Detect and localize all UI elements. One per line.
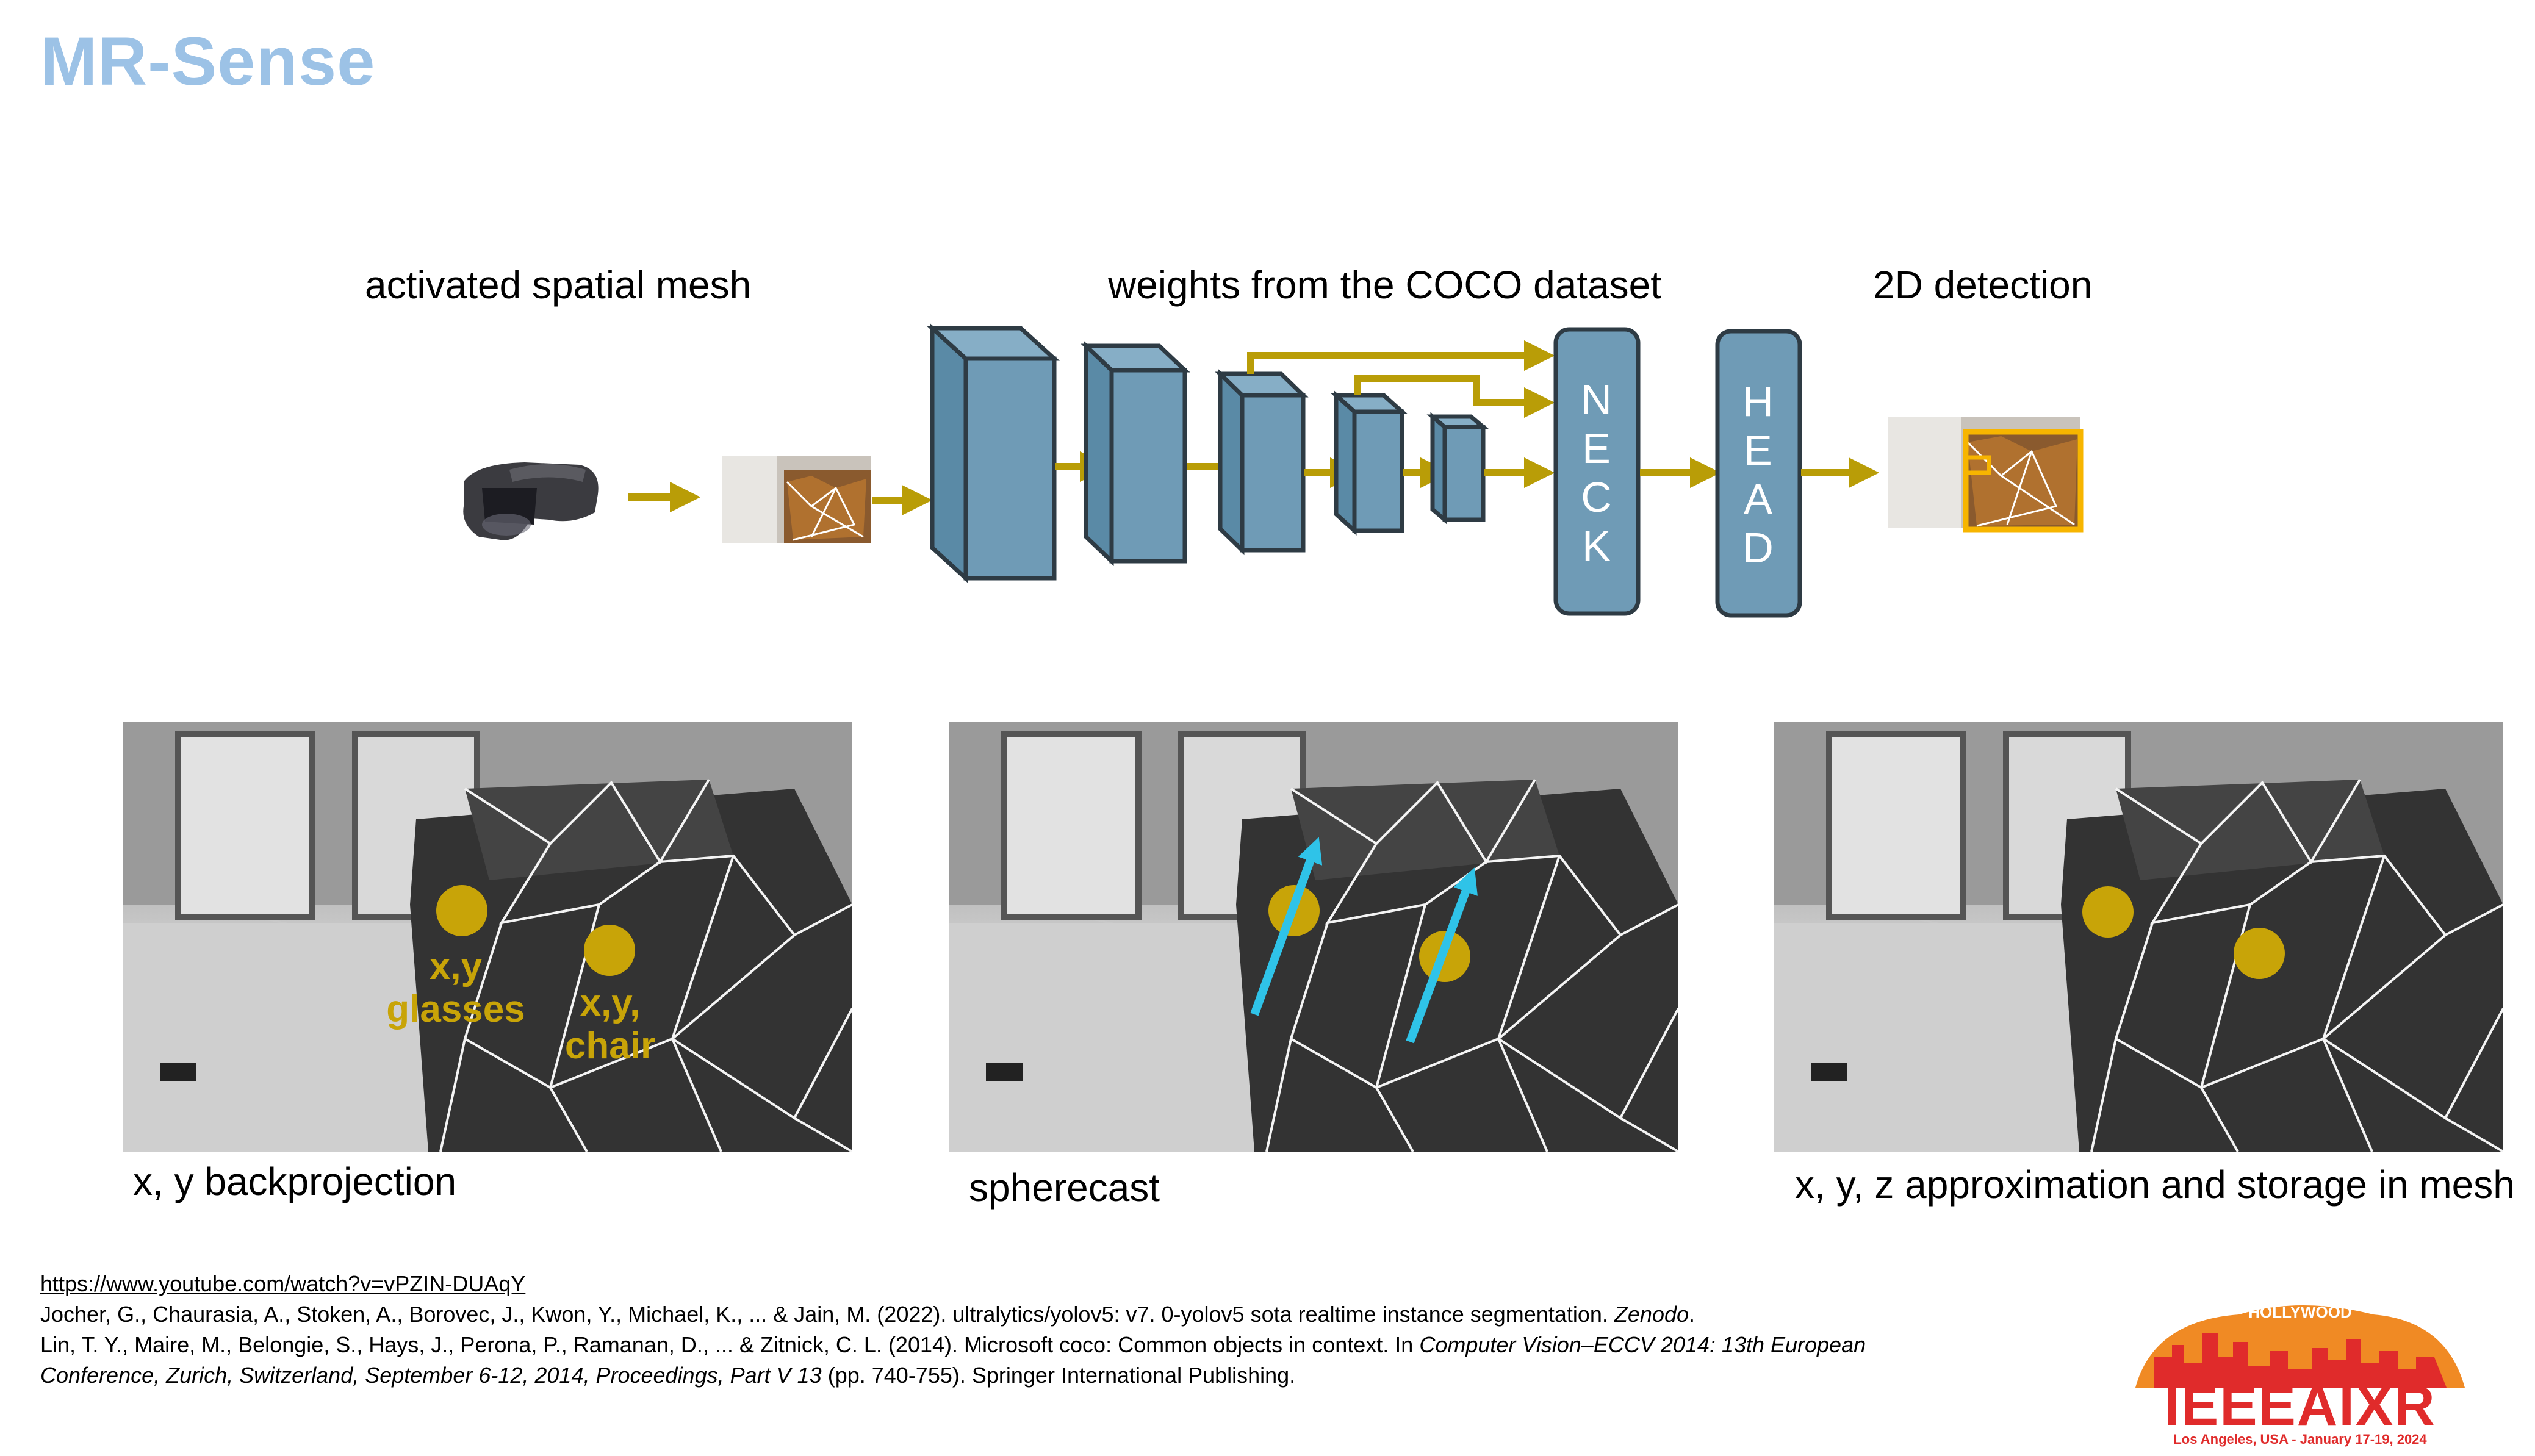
mesh-overlay [1774,722,2503,1152]
reference-yolov5: Jocher, G., Chaurasia, A., Stoken, A., B… [40,1302,1695,1327]
storage-markers [2082,886,2285,979]
video-link[interactable]: https://www.youtube.com/watch?v=vPZIN-DU… [40,1271,526,1296]
chair-point-label: x,y,chair [564,982,656,1067]
reference-text: Jocher, G., Chaurasia, A., Stoken, A., B… [40,1302,1608,1327]
caption-backprojection: x, y backprojection [133,1160,457,1203]
reference-journal: Zenodo [1614,1302,1689,1327]
neck-block [1553,327,1641,616]
storage-image [1774,722,2503,1152]
logo-subtitle: Los Angeles, USA - January 17-19, 2024 [2173,1432,2427,1447]
mesh-overlay [123,722,852,1152]
chair-point [584,925,635,976]
skyline-icon: HOLLYWOOD [2135,1303,2465,1388]
ieee-aixr-logo: HOLLYWOOD IEEEAIXR Los Angeles, USA - Ja… [2117,1296,2483,1447]
spherecast-markers [1250,837,1478,1044]
label-weights: weights from the COCO dataset [1108,263,1662,307]
head-letter: A [1744,475,1774,523]
glasses-point [2082,886,2134,938]
backbone-block-1 [926,323,1060,583]
spherecast-image [949,722,1678,1152]
neck-letter: E [1582,425,1612,472]
neck-letter: C [1581,473,1613,521]
neck-label: N E C K [1556,375,1638,570]
head-label: H E A D [1717,377,1800,572]
chair-point [2234,928,2285,979]
slide-title: MR-Sense [40,23,376,99]
reference-video-link[interactable]: https://www.youtube.com/watch?v=vPZIN-DU… [40,1269,525,1299]
caption-storage: x, y, z approximation and storage in mes… [1795,1163,2515,1207]
reference-coco-line2: Conference, Zurich, Switzerland, Septemb… [40,1360,1295,1391]
input-thumbnail [722,456,871,543]
ray-arrow [1406,867,1478,1044]
backprojection-image [123,722,852,1152]
backbone-block-2 [1081,340,1190,567]
label-mesh: activated spatial mesh [365,263,752,307]
reference-text: (pp. 740-755). Springer International Pu… [827,1363,1296,1388]
backbone-block-5 [1426,412,1489,525]
head-letter: D [1742,524,1775,572]
neck-letter: N [1581,376,1613,423]
backbone-block-3 [1215,368,1309,556]
logo-brand: IEEEAIXR [2164,1375,2436,1437]
reference-proceedings: Computer Vision–ECCV 2014: 13th European [1419,1332,1866,1357]
headset-icon [463,462,599,540]
backbone-block-4 [1330,390,1408,536]
reference-text: Lin, T. Y., Maire, M., Belongie, S., Hay… [40,1332,1414,1357]
ray-arrow [1250,837,1323,1016]
logo-sign: HOLLYWOOD [2248,1303,2351,1321]
pipeline-diagram [463,323,2084,618]
head-letter: H [1742,378,1775,425]
head-letter: E [1744,426,1774,474]
glasses-point [436,885,487,936]
label-detection: 2D detection [1873,263,2093,307]
reference-proceedings: Conference, Zurich, Switzerland, Septemb… [40,1363,822,1388]
backprojection-markers [436,885,635,976]
detection-thumbnail [1888,417,2084,533]
neck-letter: K [1582,522,1612,570]
head-block [1715,329,1802,618]
reference-coco-line1: Lin, T. Y., Maire, M., Belongie, S., Hay… [40,1330,1866,1360]
mesh-overlay [949,722,1678,1152]
caption-spherecast: spherecast [969,1166,1160,1210]
